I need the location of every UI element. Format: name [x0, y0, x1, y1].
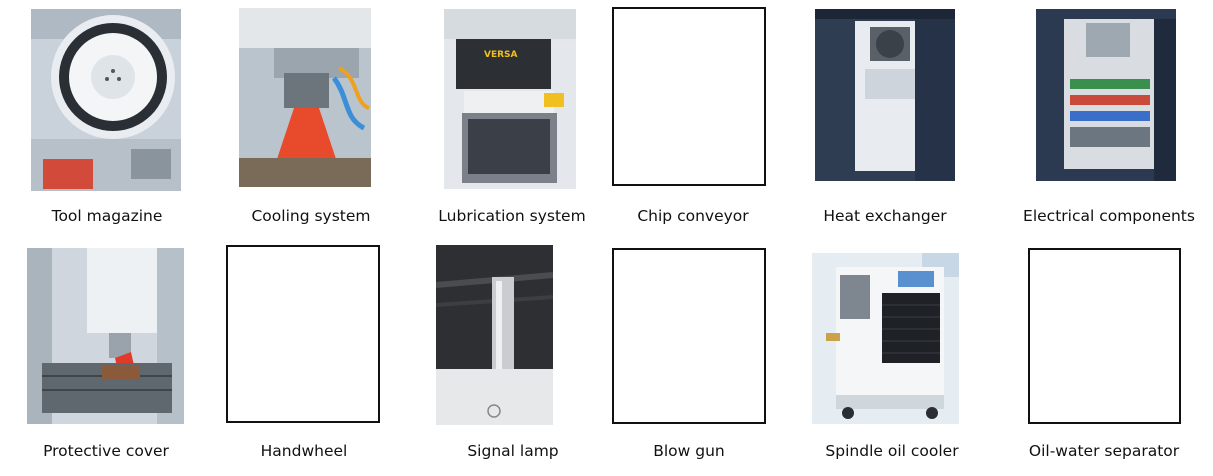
accessory-label: Handwheel	[260, 442, 348, 460]
handwheel-placeholder	[226, 245, 380, 423]
lubrication-system-photo: VERSA	[444, 9, 576, 189]
accessory-label: Spindle oil cooler	[825, 442, 959, 460]
tool-magazine-photo	[31, 9, 181, 191]
cooling-system-photo	[239, 8, 371, 187]
blow-gun-placeholder	[612, 248, 766, 424]
accessory-label: Tool magazine	[51, 207, 163, 225]
accessory-label: Cooling system	[251, 207, 371, 225]
accessory-label: Chip conveyor	[637, 207, 749, 225]
versa-brand-text: VERSA	[484, 50, 518, 60]
protective-cover-photo	[27, 248, 184, 424]
chip-conveyor-placeholder	[612, 7, 766, 186]
signal-lamp-photo	[436, 245, 553, 425]
oil-water-separator-placeholder	[1028, 248, 1181, 424]
accessory-label: Oil-water separator	[1028, 442, 1180, 460]
heat-exchanger-photo	[815, 9, 955, 181]
accessory-label: Signal lamp	[467, 442, 559, 460]
accessory-label: Heat exchanger	[823, 207, 947, 225]
electrical-cabinet-photo	[1036, 9, 1176, 181]
accessory-label: Lubrication system	[438, 207, 586, 225]
accessory-label: Protective cover	[43, 442, 169, 460]
accessory-label: Electrical components	[1023, 207, 1195, 225]
accessory-label: Blow gun	[653, 442, 725, 460]
spindle-oil-cooler-photo	[812, 253, 959, 424]
